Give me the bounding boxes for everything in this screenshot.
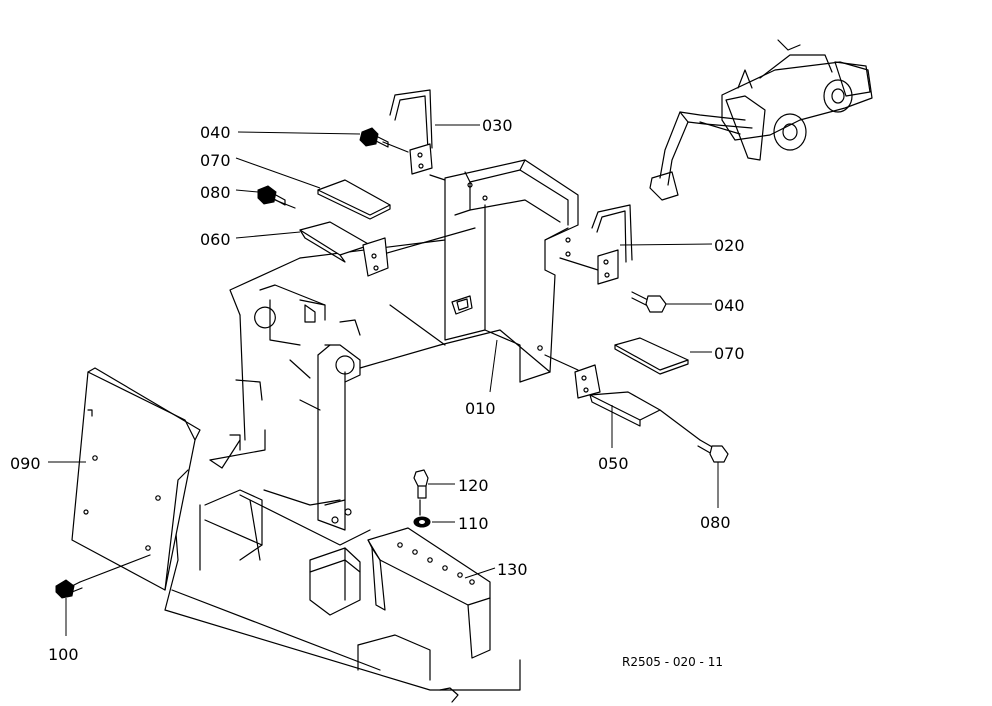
part-040-bolt-lower (631, 291, 667, 313)
label-080-upper: 080 (200, 183, 231, 202)
part-060-step (299, 221, 389, 277)
part-110-washer (413, 516, 431, 528)
label-050: 050 (598, 454, 629, 473)
label-070-upper: 070 (200, 151, 231, 170)
part-020-handle (591, 204, 633, 285)
part-010-main-cover (439, 159, 579, 383)
label-040-lower: 040 (714, 296, 745, 315)
label-020: 020 (714, 236, 745, 255)
part-100-bolt (55, 579, 83, 599)
part-120-bolt (413, 469, 429, 499)
label-130: 130 (497, 560, 528, 579)
part-040-bolt-upper (359, 127, 389, 148)
part-070-pad-upper (317, 179, 391, 220)
label-010: 010 (465, 399, 496, 418)
figure-reference: R2505 - 020 - 11 (622, 655, 723, 669)
part-050-step (574, 364, 661, 427)
part-090-side-panel (71, 367, 201, 591)
bracket-assembly (209, 257, 361, 531)
part-030-handle (389, 89, 433, 175)
label-070-lower: 070 (714, 344, 745, 363)
label-100: 100 (48, 645, 79, 664)
part-070-pad-lower (614, 337, 689, 375)
label-040-upper: 040 (200, 123, 231, 142)
label-060: 060 (200, 230, 231, 249)
part-130-plate (367, 527, 491, 659)
part-080-bolt-upper (257, 185, 286, 206)
label-120: 120 (458, 476, 489, 495)
part-080-bolt-lower (697, 439, 729, 463)
part-labels: 040 030 070 080 060 020 040 070 010 050 … (10, 116, 745, 669)
label-080-lower: 080 (700, 513, 731, 532)
label-090: 090 (10, 454, 41, 473)
label-030: 030 (482, 116, 513, 135)
label-110: 110 (458, 514, 489, 533)
leader-lines (48, 124, 719, 636)
backhoe-illustration (649, 39, 873, 201)
frame-base (164, 489, 521, 703)
